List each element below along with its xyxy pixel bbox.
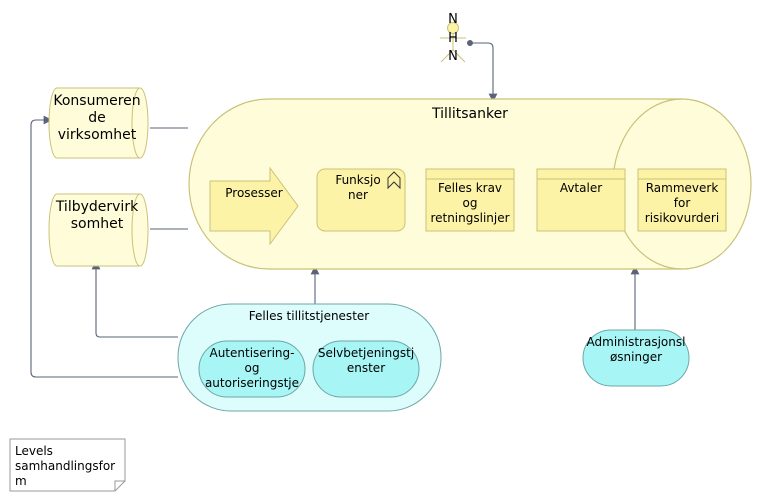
administrasjon-label-2: øsninger xyxy=(610,350,662,364)
konsumeren-label-1: Konsumeren xyxy=(53,93,140,109)
connector-felles-tilbyder xyxy=(91,260,178,338)
rammeverk-label-1: Rammeverk xyxy=(646,181,719,195)
selvbetjening-label-1: Selvbetjeningstj xyxy=(318,346,414,360)
administrasjonslosninger-service[interactable]: Administrasjonsl øsninger xyxy=(582,329,690,387)
prosesser-label: Prosesser xyxy=(225,186,283,200)
autentisering-label-3: autoriseringstje xyxy=(205,376,299,390)
administrasjon-label-1: Administrasjonsl xyxy=(587,335,686,349)
actor-label-top: N xyxy=(448,12,458,27)
felles-krav-label-2: og xyxy=(463,196,478,210)
note-label-1: Levels xyxy=(15,444,53,458)
autentisering-label-1: Autentisering- xyxy=(209,346,294,360)
actor-port-icon xyxy=(467,40,473,46)
tilbyder-label-2: somhet xyxy=(71,216,124,232)
konsumeren-label-2: de xyxy=(88,110,106,126)
note-label-2: samhandlingsfor xyxy=(15,459,115,473)
actor-nhn[interactable]: N H N xyxy=(440,12,473,64)
connectors xyxy=(30,42,640,378)
felles-tjenester-title: Felles tillitstjenester xyxy=(249,309,369,323)
autentisering-label-2: og xyxy=(245,361,260,375)
autentisering-service[interactable]: Autentisering- og autoriseringstje xyxy=(198,340,306,398)
function-chevron-icon xyxy=(387,171,401,190)
selvbetjening-label-2: enster xyxy=(347,361,385,375)
tillitsanker-title: Tillitsanker xyxy=(431,106,508,122)
connector-felles-konsumeren xyxy=(30,115,178,378)
felles-krav-label-1: Felles krav xyxy=(438,181,502,195)
rammeverk-label-3: risikovurderi xyxy=(645,211,719,225)
avtaler-object[interactable]: Avtaler xyxy=(536,168,626,232)
prosesser-process[interactable]: Prosesser xyxy=(209,166,299,246)
avtaler-label: Avtaler xyxy=(560,181,602,195)
rammeverk-label-2: for xyxy=(674,196,691,210)
tilbydervirksomhet[interactable]: Tilbydervirk somhet xyxy=(48,193,149,267)
actor-label-middle: H xyxy=(448,31,458,46)
funksjoner-function[interactable]: Funksjo ner xyxy=(316,168,406,232)
tilbyder-label-1: Tilbydervirk xyxy=(55,199,139,215)
rammeverk-object[interactable]: Rammeverk for risikovurderi xyxy=(637,168,727,232)
konsumerende-virksomhet[interactable]: Konsumeren de virksomhet xyxy=(48,87,149,159)
felles-krav-label-3: retningslinjer xyxy=(430,211,509,225)
felles-krav-object[interactable]: Felles krav og retningslinjer xyxy=(425,168,515,232)
funksjoner-label-2: ner xyxy=(348,188,368,202)
selvbetjening-service[interactable]: Selvbetjeningstj enster xyxy=(312,340,420,398)
note-label-3: m xyxy=(15,474,27,488)
levels-note[interactable]: Levels samhandlingsfor m xyxy=(9,438,126,492)
actor-label-bottom: N xyxy=(448,49,458,64)
funksjoner-label-1: Funksjo xyxy=(335,173,380,187)
konsumeren-label-3: virksomhet xyxy=(58,127,137,143)
connector-actor-tillitsanker xyxy=(470,42,498,103)
